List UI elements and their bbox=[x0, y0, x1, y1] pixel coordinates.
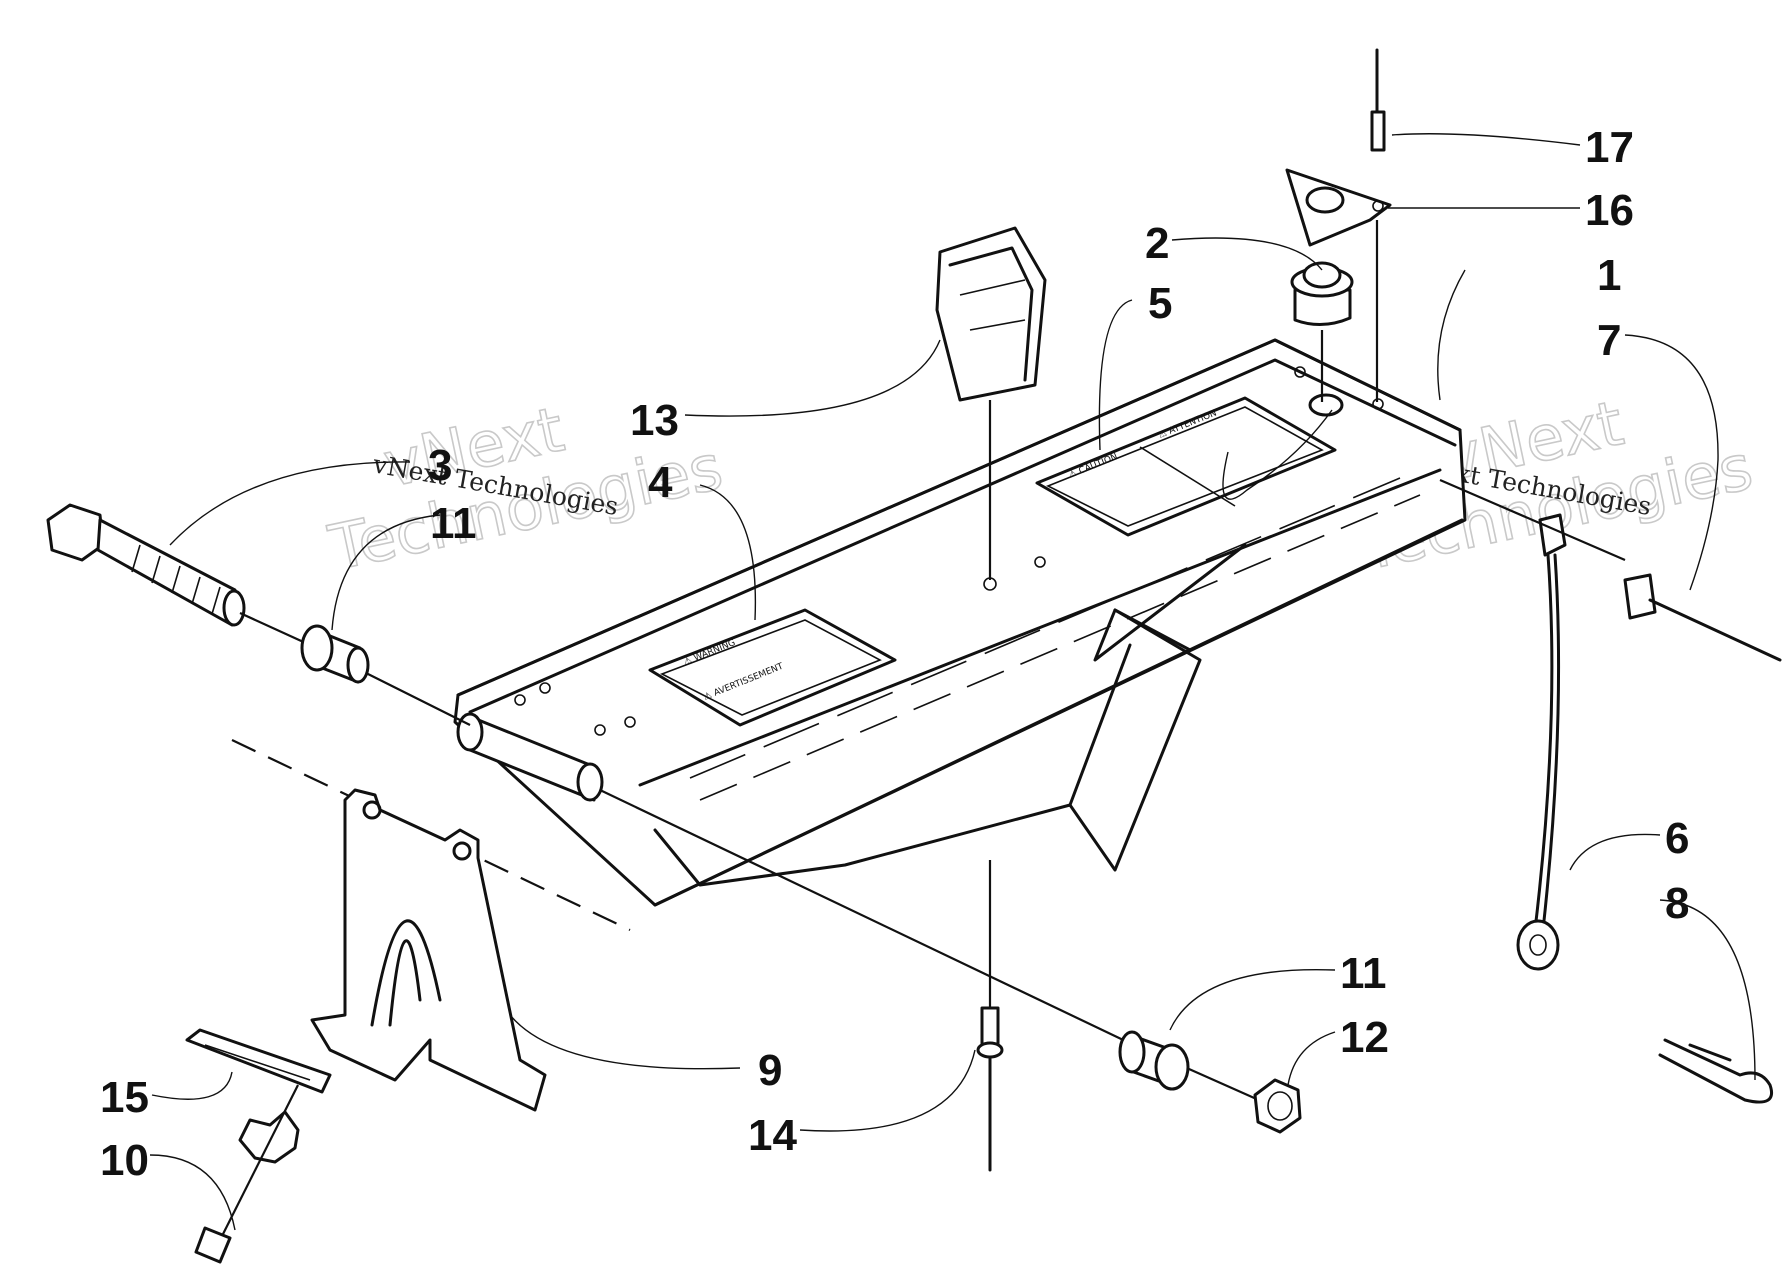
warning-decal: ⚠ WARNING ⚠ AVERTISSEMENT bbox=[648, 608, 897, 727]
plate-part-16 bbox=[1285, 168, 1392, 247]
rivet-part-17 bbox=[1370, 48, 1386, 152]
leader-6 bbox=[1569, 833, 1661, 871]
axis-bolt-b bbox=[359, 669, 471, 726]
leader-5 bbox=[1098, 299, 1133, 451]
leader-13 bbox=[684, 339, 941, 417]
nut-part-12 bbox=[1253, 1078, 1302, 1134]
support-plate bbox=[453, 338, 1467, 907]
callout-17: 17 bbox=[1585, 123, 1634, 172]
callout-4: 4 bbox=[648, 458, 673, 507]
callout-14: 14 bbox=[748, 1111, 797, 1160]
leader-11-left bbox=[331, 514, 441, 631]
callout-3: 3 bbox=[428, 441, 452, 490]
pin-part-7 bbox=[1439, 478, 1782, 662]
grommet-part-2 bbox=[1290, 261, 1354, 326]
callout-12: 12 bbox=[1340, 1013, 1389, 1062]
callout-2: 2 bbox=[1145, 219, 1169, 268]
hairpin-part-8 bbox=[1658, 1038, 1773, 1104]
leader-11-right bbox=[1169, 968, 1336, 1031]
callout-11-right: 11 bbox=[1340, 949, 1387, 998]
under-bracket bbox=[653, 543, 1247, 887]
callout-11-left: 11 bbox=[430, 499, 477, 548]
leader-10 bbox=[149, 1154, 236, 1231]
callouts: 1 2 3 4 5 6 7 8 9 10 11 11 12 13 14 15 1… bbox=[100, 123, 1689, 1185]
spacer-part-11-left bbox=[300, 624, 370, 684]
callout-1: 1 bbox=[1597, 251, 1621, 300]
leader-15 bbox=[151, 1071, 233, 1100]
callout-16: 16 bbox=[1585, 186, 1634, 235]
spacer-part-11-right bbox=[1118, 1030, 1190, 1091]
leader-2 bbox=[1171, 237, 1323, 271]
callout-8: 8 bbox=[1665, 879, 1689, 928]
strap-part-15 bbox=[185, 1028, 332, 1094]
leader-9 bbox=[509, 1014, 741, 1070]
bolt-part-3 bbox=[46, 503, 246, 627]
callout-7: 7 bbox=[1597, 316, 1621, 365]
callout-10: 10 bbox=[100, 1136, 149, 1185]
leader-3 bbox=[169, 461, 411, 546]
bracket-part-9 bbox=[310, 788, 547, 1112]
cable-part-6 bbox=[1516, 513, 1567, 971]
callout-9: 9 bbox=[758, 1046, 782, 1095]
leader-1b bbox=[1437, 269, 1466, 401]
callout-6: 6 bbox=[1665, 814, 1689, 863]
axis-bolt-c bbox=[599, 789, 1141, 1049]
clip-part-13 bbox=[935, 226, 1047, 402]
leader-4 bbox=[699, 484, 757, 621]
callout-13: 13 bbox=[630, 396, 679, 445]
leader-14 bbox=[799, 1049, 976, 1132]
callout-15: 15 bbox=[100, 1073, 149, 1122]
leader-1 bbox=[1222, 409, 1333, 500]
axis-bolt-a bbox=[239, 611, 311, 647]
knob-part-10 bbox=[194, 1084, 300, 1264]
leader-7 bbox=[1624, 334, 1719, 591]
leader-8 bbox=[1659, 899, 1756, 1081]
leader-17 bbox=[1391, 133, 1581, 146]
callout-5: 5 bbox=[1148, 279, 1172, 328]
leader-12 bbox=[1287, 1031, 1336, 1086]
leader-lines bbox=[149, 133, 1756, 1231]
rivet-part-14 bbox=[976, 1006, 1004, 1172]
